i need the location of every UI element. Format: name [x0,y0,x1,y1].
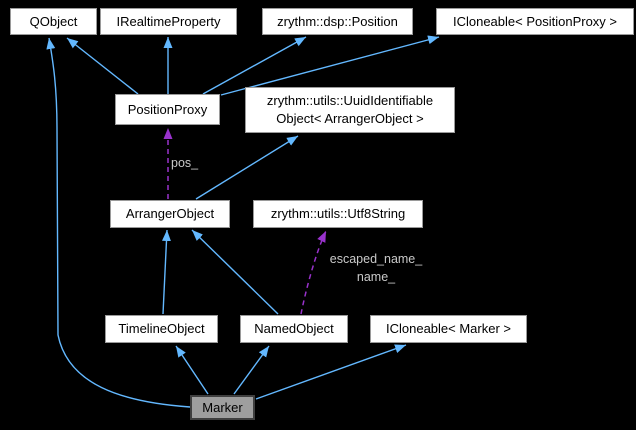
edge-label-pos: pos_ [171,156,199,170]
node-dsp-position[interactable]: zrythm::dsp::Position [262,8,413,35]
node-uuid-identifiable-object[interactable]: zrythm::utils::UuidIdentifiable Object< … [245,87,455,133]
edge-marker-to-namedobject [233,345,270,395]
edge-timelineobject-to-arrangerobject [161,229,171,315]
node-icloneable-positionproxy[interactable]: ICloneable< PositionProxy > [436,8,634,35]
node-irealtimeproperty[interactable]: IRealtimeProperty [100,8,237,35]
edge-positionproxy-to-qobject [66,37,139,95]
node-marker-current: Marker [190,395,255,420]
edge-marker-to-icloneable-marker [255,344,407,400]
node-timelineobject[interactable]: TimelineObject [105,315,218,343]
edge-arrangerobject-to-uuid-identifiable-object [195,135,299,200]
edge-namedobject-to-arrangerobject [191,229,279,315]
edge-label-escaped-name: escaped_name_ name_ [329,252,423,285]
node-icloneable-marker[interactable]: ICloneable< Marker > [370,315,527,343]
edge-marker-to-qobject [46,37,191,408]
node-utf8string[interactable]: zrythm::utils::Utf8String [253,200,423,228]
edge-marker-to-timelineobject [175,345,209,395]
edge-positionproxy-to-dsp-position [202,36,307,95]
edge-positionproxy-to-icloneable-positionproxy [220,35,440,96]
node-positionproxy[interactable]: PositionProxy [115,94,220,125]
node-arrangerobject[interactable]: ArrangerObject [110,200,230,228]
node-namedobject[interactable]: NamedObject [240,315,348,343]
node-qobject[interactable]: QObject [10,8,97,35]
